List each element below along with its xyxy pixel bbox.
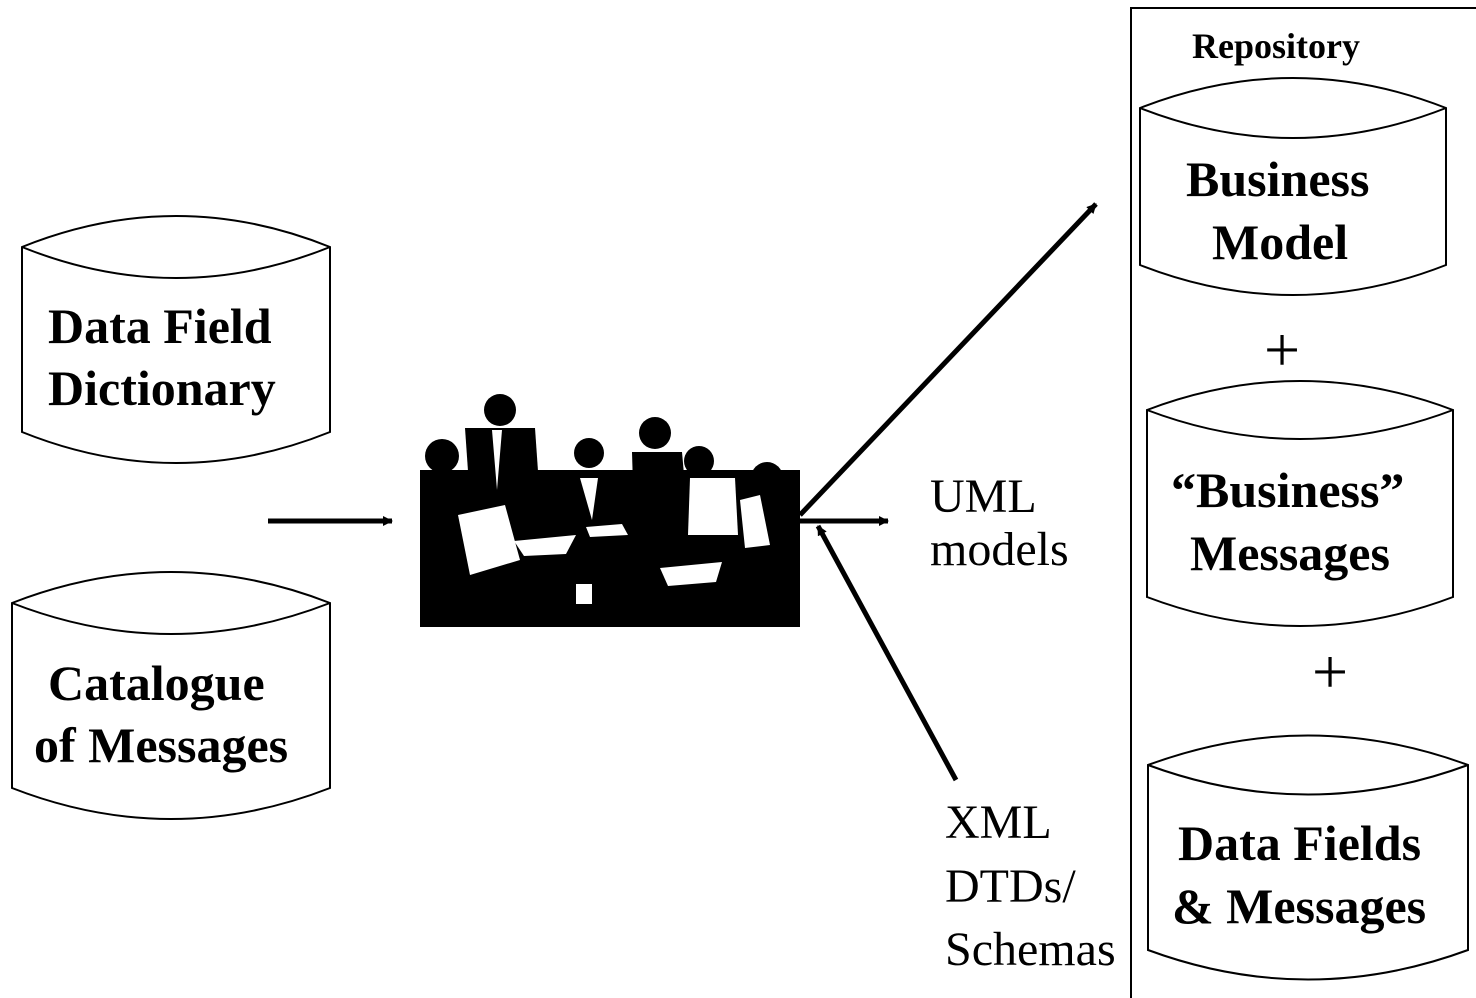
data-field-dictionary-cylinder: Data Field Dictionary [21,215,331,464]
data-fields-line1: Data Fields [1178,815,1421,871]
repository-title: Repository [1192,26,1360,66]
business-model-cylinder: Business Model [1139,77,1447,296]
xml-label-line3: Schemas [945,923,1116,976]
data-field-dictionary-line2: Dictionary [48,360,276,416]
business-messages-line2: Messages [1190,525,1390,581]
uml-label-line1: UML [930,470,1037,523]
uml-label-line2: models [930,523,1069,576]
xml-arrow [815,524,959,782]
plus-symbol-1: + [1264,314,1300,385]
catalogue-line2: of Messages [34,717,288,773]
data-fields-line2: & Messages [1172,878,1426,934]
business-messages-line1: “Business” [1171,462,1404,518]
plus-symbol-2: + [1312,636,1348,707]
repository-frame: Repository [1130,7,1476,998]
xml-label-line1: XML [945,796,1052,849]
people-meeting-icon [420,394,800,627]
catalogue-of-messages-cylinder: Catalogue of Messages [11,571,331,820]
business-messages-cylinder: “Business” Messages [1146,380,1454,627]
business-model-line1: Business [1186,151,1369,207]
business-model-line2: Model [1212,214,1348,270]
data-field-dictionary-line1: Data Field [48,298,272,354]
xml-label-line2: DTDs/ [945,860,1076,913]
catalogue-line1: Catalogue [48,655,265,711]
repository-arrow [798,202,1098,517]
data-fields-messages-cylinder: Data Fields & Messages [1147,734,1469,981]
